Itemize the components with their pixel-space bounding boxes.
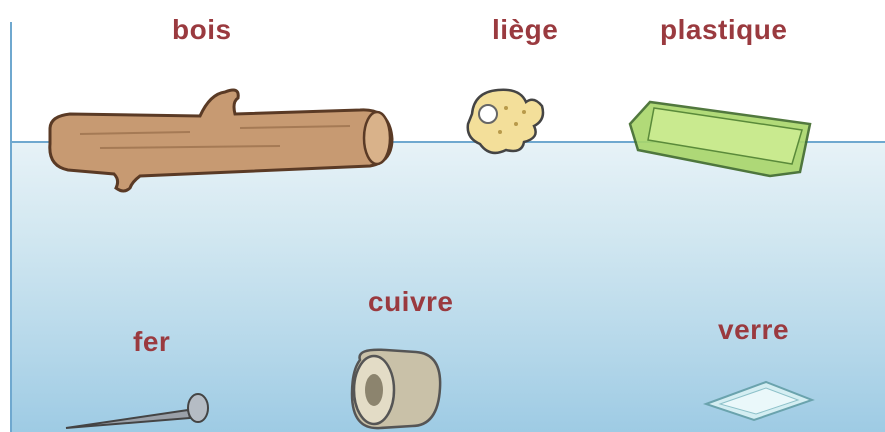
wood-log-icon [40,84,400,194]
label-cuivre: cuivre [368,286,454,318]
label-plastique: plastique [660,14,787,46]
glass-shard-icon [700,374,820,424]
tank-wall [10,22,12,432]
label-verre: verre [718,314,789,346]
copper-fitting-icon [346,348,446,432]
plastic-tray-icon [620,94,820,184]
iron-nail-icon [60,392,220,432]
label-fer: fer [133,326,170,358]
cork-icon [460,84,550,164]
label-liege: liège [492,14,558,46]
label-bois: bois [172,14,232,46]
